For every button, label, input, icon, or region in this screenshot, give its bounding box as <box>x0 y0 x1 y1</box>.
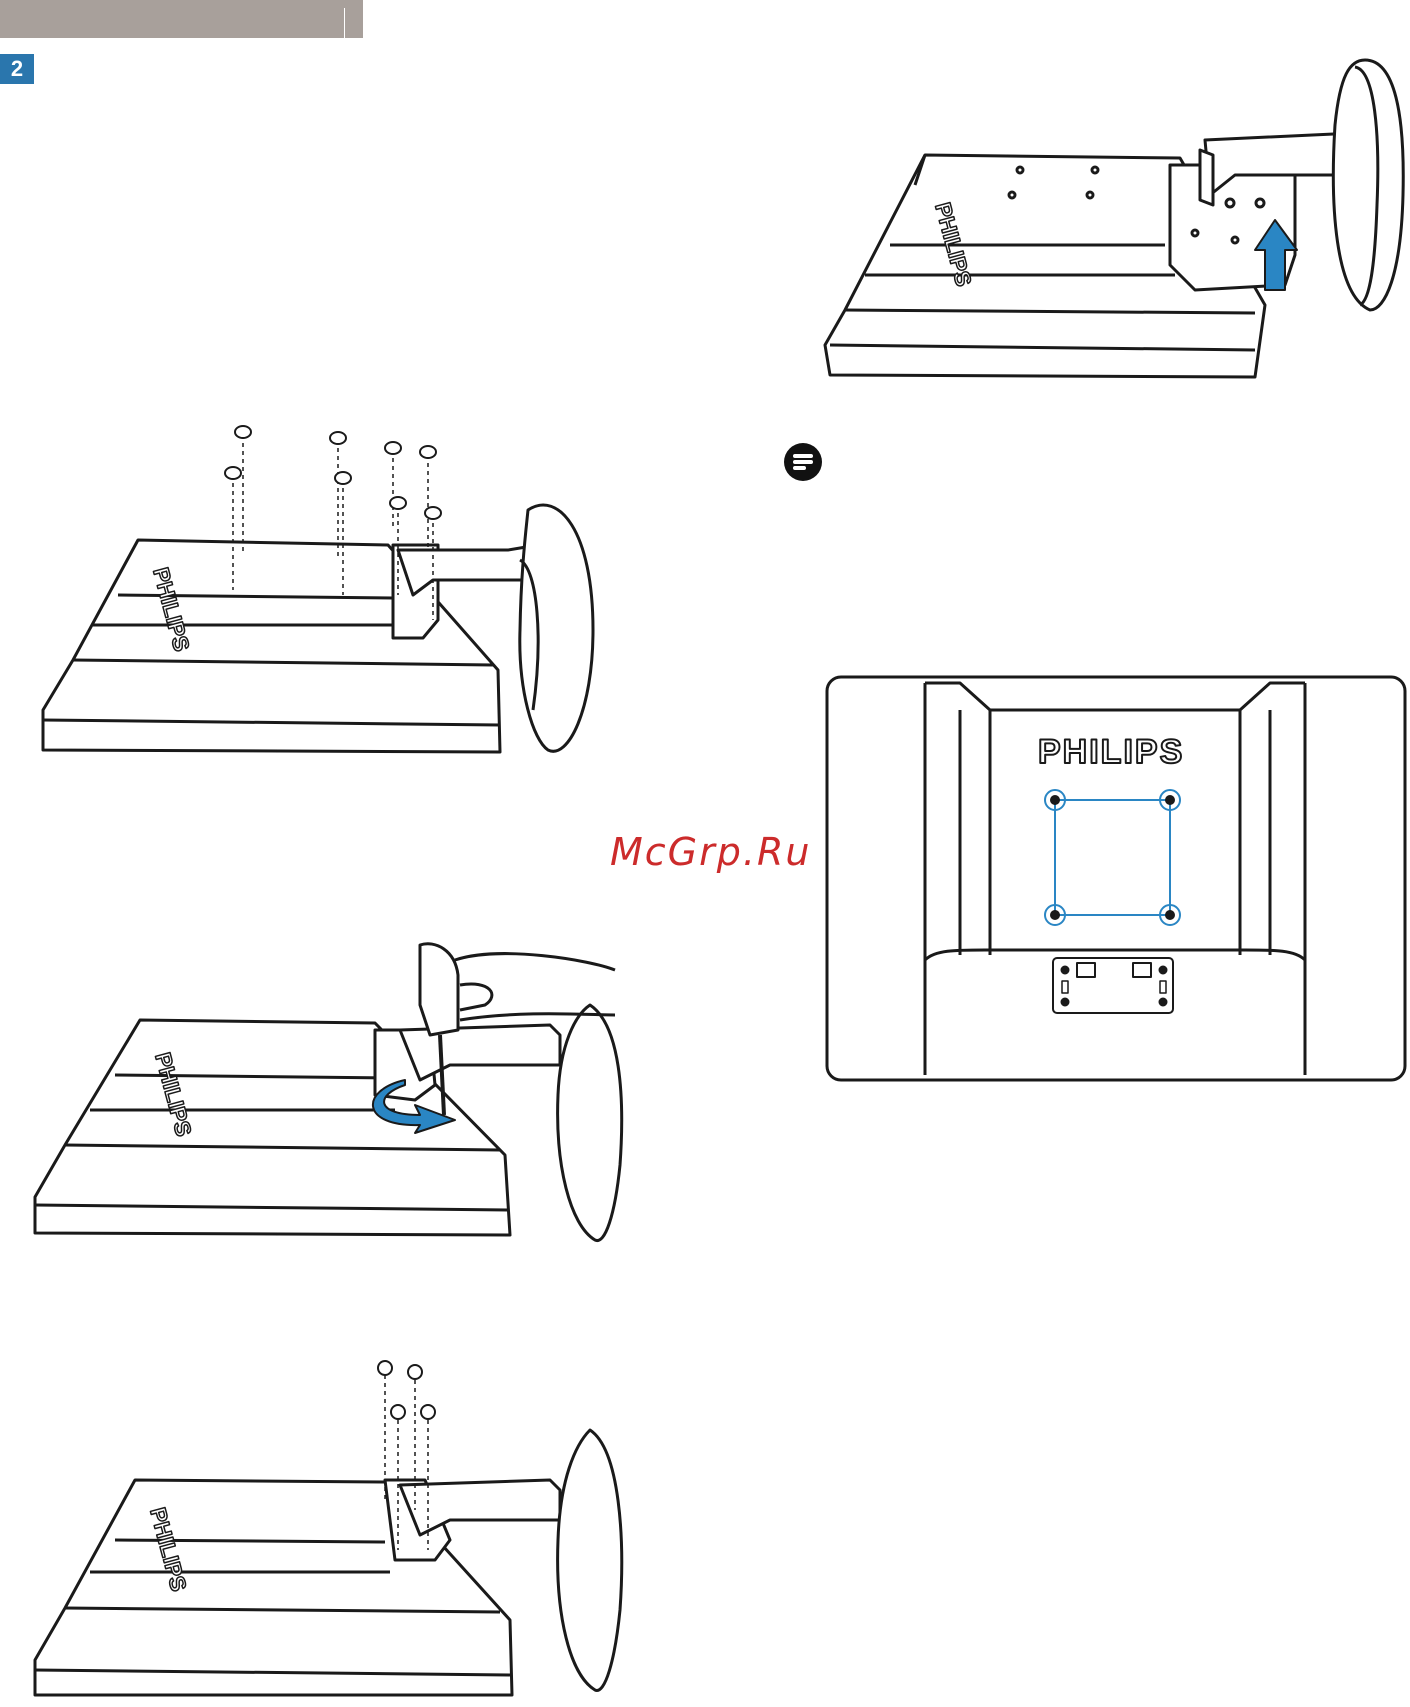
header-divider <box>344 8 345 38</box>
figure-remove-screws: PHILIPS <box>30 1350 630 1700</box>
watermark-text: McGrp.Ru <box>610 830 811 874</box>
step-number-badge: 2 <box>0 54 34 84</box>
brand-logo: PHILIPS <box>1038 733 1184 771</box>
figure-vesa-back-view: PHILIPS <box>825 675 1410 1085</box>
note-icon <box>784 443 822 481</box>
figure-unscrew-stand: PHILIPS <box>30 935 630 1265</box>
figure-remove-caps: PHILIPS <box>38 420 638 770</box>
figure-remove-stand-lift: PHILIPS <box>815 55 1405 395</box>
section-header-bar <box>0 0 363 38</box>
